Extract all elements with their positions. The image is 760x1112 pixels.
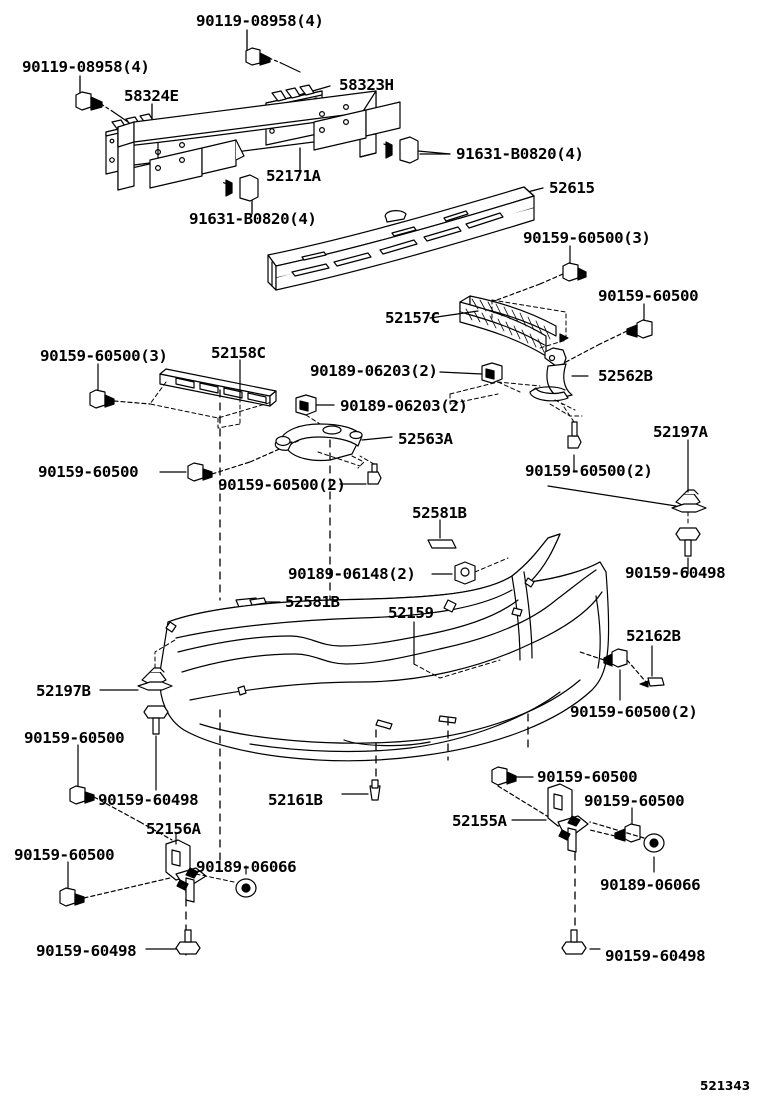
part-52197A-retainer [547, 439, 707, 575]
callout-90159-60500-left-lower: 90159-60500 [24, 729, 125, 747]
clip-90189-06203-upper [439, 362, 521, 393]
bolt-90159-60500-2-right [561, 403, 582, 473]
callout-52171A: 52171A [266, 167, 321, 185]
callout-91631-B0820-4-right: 91631-B0820(4) [456, 145, 584, 163]
callout-52156A: 52156A [146, 820, 201, 838]
callout-90189-06203-2-lower: 90189-06203(2) [340, 397, 468, 415]
bolt-90119-08958-top [245, 47, 301, 73]
callout-52562B: 52562B [598, 367, 653, 385]
callout-90159-60500-br-upper: 90159-60500 [537, 768, 638, 786]
bolt-90159-60500-left-mid [159, 439, 301, 482]
callout-90159-60500-left-mid: 90159-60500 [38, 463, 139, 481]
callout-52159: 52159 [388, 604, 434, 622]
callout-90189-06066-left: 90189-06066 [196, 858, 297, 876]
part-52615-absorber [267, 186, 535, 291]
callout-90159-60500-3-right: 90159-60500(3) [523, 229, 651, 247]
callout-52197A: 52197A [653, 423, 708, 441]
callout-90159-60500-br-lower: 90159-60500 [584, 792, 685, 810]
bolt-90159-60498-bottom-right [561, 929, 601, 955]
clip-90189-06066-left [235, 865, 257, 898]
callout-52563A: 52563A [398, 430, 453, 448]
clip-90189-06203-left [295, 394, 335, 425]
part-52155A-support [511, 783, 589, 853]
clip-90189-06148 [431, 557, 509, 585]
callout-90189-06203-2-upper: 90189-06203(2) [310, 362, 438, 380]
callout-58324E: 58324E [124, 87, 179, 105]
bolt-90159-60500-3-left [89, 363, 151, 409]
bolt-90159-60500-br-lower [589, 807, 641, 843]
bolt-91631-B0820-left [221, 174, 259, 202]
part-52171A-beam [117, 90, 401, 191]
figure-id: 521343 [700, 1079, 751, 1093]
bolt-90159-60498-bottom-left [145, 929, 201, 955]
part-52197B-retainer [99, 639, 176, 791]
callout-91631-B0820-4-left: 91631-B0820(4) [189, 210, 317, 228]
callout-52581B-upper: 52581B [412, 504, 467, 522]
callout-90159-60498-right: 90159-60498 [625, 564, 726, 582]
part-52158C-retainer [149, 359, 277, 429]
part-52159-bumper-cover [159, 533, 610, 762]
bolt-90159-60500-3-right [469, 245, 587, 311]
callout-52158C: 52158C [211, 344, 266, 362]
callout-90119-08958-4-top: 90119-08958(4) [196, 12, 324, 30]
callout-90119-08958-4-left: 90119-08958(4) [22, 58, 150, 76]
callout-52162B: 52162B [626, 627, 681, 645]
callout-52161B: 52161B [268, 791, 323, 809]
callout-90159-60500-3-left: 90159-60500(3) [40, 347, 168, 365]
callout-90159-60500-2-center: 90159-60500(2) [218, 476, 346, 494]
part-52162B-seal [639, 645, 665, 688]
part-52562B-bracket [449, 347, 589, 417]
callout-52581B-lower: 52581B [285, 593, 340, 611]
callout-90159-60500-2-lower-right: 90159-60500(2) [570, 703, 698, 721]
bolt-90159-60500-left-lower [69, 744, 173, 841]
callout-90159-60498-left: 90159-60498 [98, 791, 199, 809]
callout-90159-60498-br: 90159-60498 [605, 947, 706, 965]
part-52581B-upper-plate [427, 519, 457, 549]
callout-90159-60500-bottom-left: 90159-60500 [14, 846, 115, 864]
callout-52197B: 52197B [36, 682, 91, 700]
callout-90159-60500-2-right: 90159-60500(2) [525, 462, 653, 480]
callout-52157C: 52157C [385, 309, 440, 327]
callout-90159-60498-bl: 90159-60498 [36, 942, 137, 960]
part-52156A-support [165, 833, 235, 903]
part-52563A-bracket [274, 423, 393, 469]
clip-90189-06066-right [589, 821, 665, 873]
bolt-91631-B0820-right [381, 136, 451, 164]
bolt-90159-60500-bottom-left [59, 861, 171, 907]
callout-52155A: 52155A [452, 812, 507, 830]
part-52157C-retainer [429, 295, 569, 357]
bolt-90159-60500-2-lower-right [579, 648, 647, 701]
callout-90189-06148-2: 90189-06148(2) [288, 565, 416, 583]
bolt-90159-60500-upper-right [561, 303, 653, 365]
callout-90159-60500-upper-right: 90159-60500 [598, 287, 699, 305]
bolt-90159-60500-2-center [339, 455, 382, 485]
callout-52615: 52615 [549, 179, 595, 197]
callout-90189-06066-right: 90189-06066 [600, 876, 701, 894]
bolt-90119-08958-left [75, 91, 129, 123]
part-52161B-pin [341, 779, 381, 801]
callout-58323H: 58323H [339, 76, 394, 94]
